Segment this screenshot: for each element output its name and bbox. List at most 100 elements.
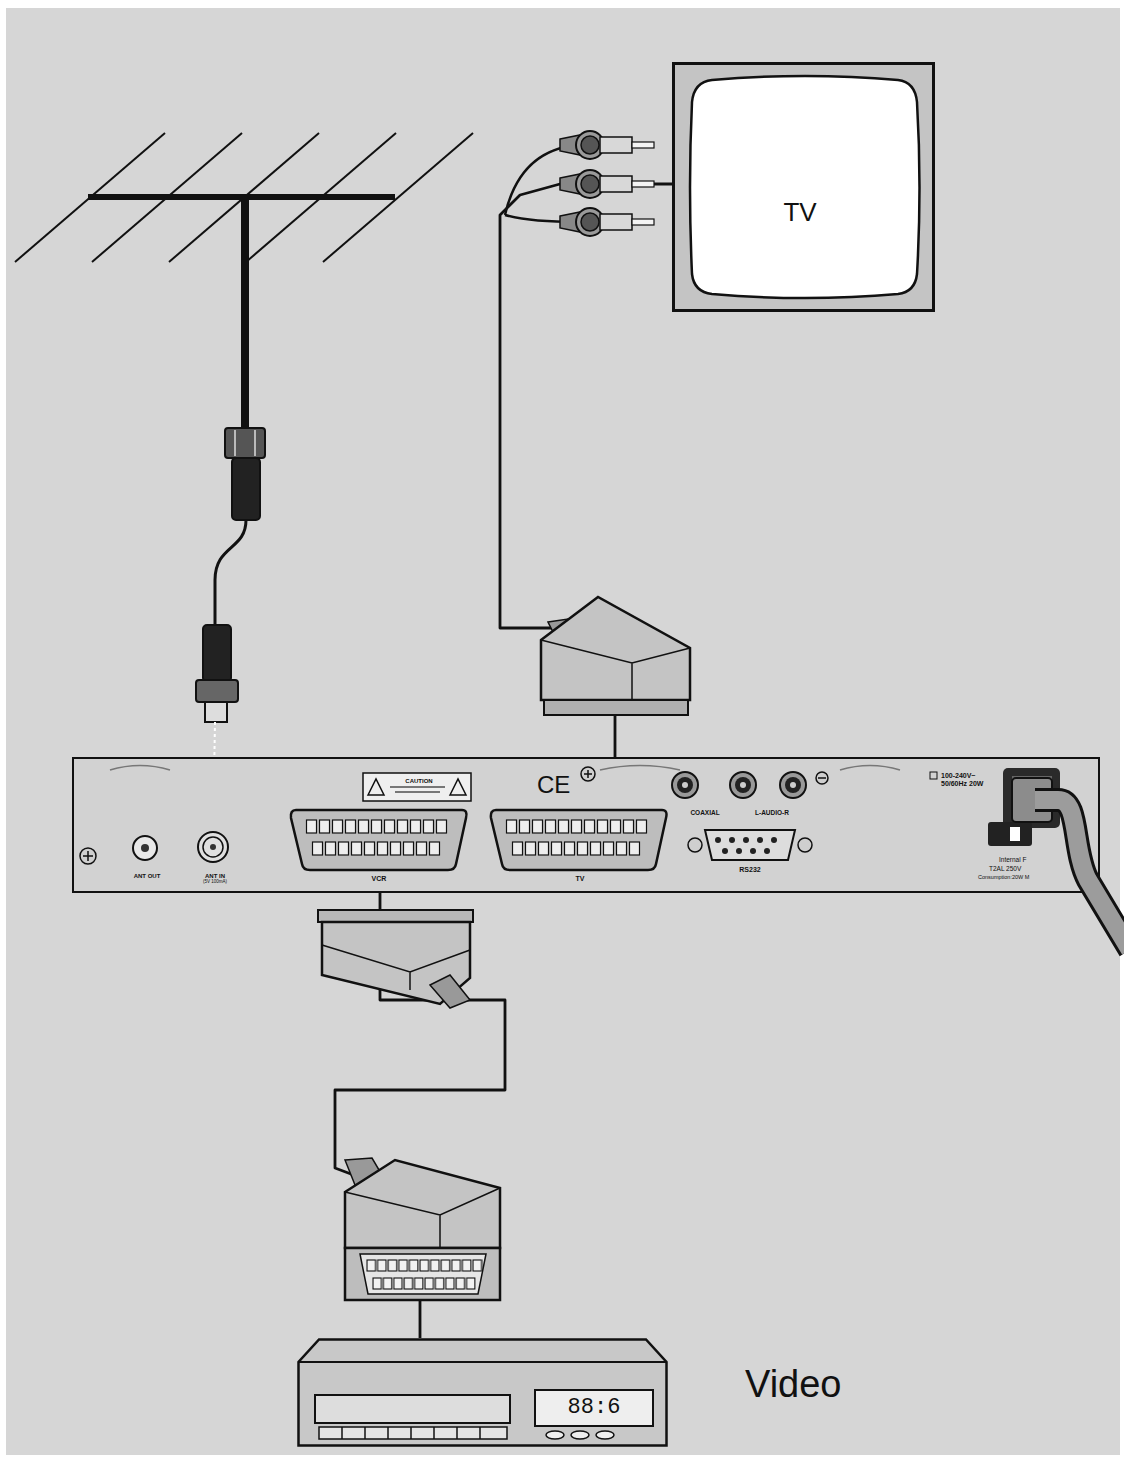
receiver-panel-body xyxy=(72,757,1100,893)
scart-plug-vcr-side-part xyxy=(366,1258,483,1273)
vcr-outline xyxy=(297,1338,668,1447)
rs232-port-part-part xyxy=(750,848,756,854)
rs232-port-part xyxy=(688,838,702,852)
scart-plug-vcr-side-part xyxy=(345,1188,500,1248)
rca-jacks-part xyxy=(677,777,693,793)
power-socket-part xyxy=(930,772,937,779)
power-cable xyxy=(1012,778,1124,950)
vcr-outline-part xyxy=(546,1431,564,1439)
video-recorder: 88:6Video xyxy=(297,1338,668,1447)
panel-screws-part xyxy=(83,851,93,861)
page-background xyxy=(6,8,1120,1455)
vcr-outline-part xyxy=(299,1361,667,1363)
port-label: ANT IN xyxy=(205,873,225,879)
rca-jacks-part xyxy=(735,777,751,793)
fuse-rating: T2AL 250V xyxy=(989,866,1021,873)
rca-plug-part xyxy=(600,176,632,192)
scart-plug-tv xyxy=(541,597,690,715)
cable-connector xyxy=(500,184,672,757)
tv-outline-part xyxy=(690,76,920,298)
vcr-outline-part xyxy=(596,1431,614,1439)
rca-plug-part xyxy=(576,170,604,198)
vcr-outline-part xyxy=(299,1340,667,1446)
receiver-rear-panel: CAUTIONCECOAXIALL-AUDIO-RRS232ANT OUTANT… xyxy=(72,757,1100,893)
rca-plug-part xyxy=(560,174,580,194)
port-label: COAXIAL xyxy=(690,810,719,817)
rca-plug-part xyxy=(632,142,654,148)
rca-plug-part xyxy=(581,175,599,193)
receiver-panel-body-part xyxy=(110,766,900,771)
rs232-port-part-part xyxy=(715,837,721,843)
scart-plug-receiver-side xyxy=(318,910,473,1008)
rca-cable-branches xyxy=(505,145,578,222)
scart-sockets-part xyxy=(511,840,641,858)
rca-jacks-part xyxy=(785,777,801,793)
rca-plug-part xyxy=(576,131,604,159)
tv-outline-part xyxy=(674,64,934,311)
port-label: TV xyxy=(576,875,585,882)
rca-plug-part xyxy=(581,213,599,231)
rca-plug-part xyxy=(560,135,580,155)
caution-label-part xyxy=(368,779,466,795)
tv-set: TV xyxy=(672,62,935,312)
rs232-port-part-part xyxy=(722,848,728,854)
antenna xyxy=(15,133,473,432)
scart-plug-receiver-side-part xyxy=(430,975,470,1008)
rs232-port-part xyxy=(715,837,777,854)
power-socket-part xyxy=(1003,768,1060,828)
caution-label xyxy=(363,773,471,801)
rca-plug-part xyxy=(600,214,632,230)
antenna-cable-part xyxy=(234,430,236,456)
ce-mark: CE xyxy=(537,773,570,797)
scart-sockets xyxy=(291,810,667,870)
rs232-port-part xyxy=(798,838,812,852)
rca-plug xyxy=(560,170,654,198)
rca-jacks-part xyxy=(740,782,746,788)
panel-screws-part xyxy=(80,848,96,864)
rs232-port-part-part xyxy=(764,848,770,854)
scart-plug-tv-part xyxy=(541,597,690,700)
port-label: RS232 xyxy=(739,866,760,873)
connector-layer xyxy=(335,184,672,1338)
rca-jacks xyxy=(672,772,806,798)
rca-plug-part xyxy=(581,136,599,154)
scart-plug-vcr-side-part xyxy=(345,1160,500,1248)
tv-outline xyxy=(672,62,935,312)
panel-screws-part xyxy=(1078,852,1086,860)
rs232-port-part-part xyxy=(729,837,735,843)
rca-jacks-part xyxy=(672,772,698,798)
vcr-outline-part xyxy=(319,1427,507,1439)
rca-cable-branches-part xyxy=(505,145,578,215)
rca-plug-part xyxy=(632,219,654,225)
scart-plug-tv-part xyxy=(548,618,585,646)
power-socket-part xyxy=(988,822,1032,846)
video-label: Video xyxy=(745,1365,842,1403)
port-label: VCR xyxy=(372,875,387,882)
antenna-cable-part xyxy=(215,520,246,625)
vcr-outline-part xyxy=(571,1431,589,1439)
caution-label-part xyxy=(390,786,445,788)
port-label: L-AUDIO-R xyxy=(755,810,789,817)
tv-screen-label: TV xyxy=(783,199,816,225)
rca-cable-branches-part xyxy=(505,215,578,222)
rca-plug-part xyxy=(600,137,632,153)
power-cable-part xyxy=(1035,800,1124,950)
consumption-label: Consumption:20W M xyxy=(978,875,1029,881)
port-label: ANT OUT xyxy=(134,873,161,879)
antenna-sockets-part xyxy=(203,837,223,857)
power-socket-part xyxy=(1010,827,1020,841)
panel-screws-part xyxy=(584,770,592,778)
vcr-outline-part xyxy=(535,1390,653,1426)
scart-sockets-part xyxy=(491,810,667,870)
power-socket xyxy=(930,768,1060,846)
antenna-cable-part xyxy=(203,625,231,682)
antenna-cable-part xyxy=(196,680,238,702)
antenna-cable-part xyxy=(225,428,265,458)
rs232-port-part-part xyxy=(736,848,742,854)
rca-plug-part xyxy=(560,212,580,232)
rs232-port-part-part xyxy=(771,837,777,843)
antenna-sockets-part xyxy=(198,832,228,862)
